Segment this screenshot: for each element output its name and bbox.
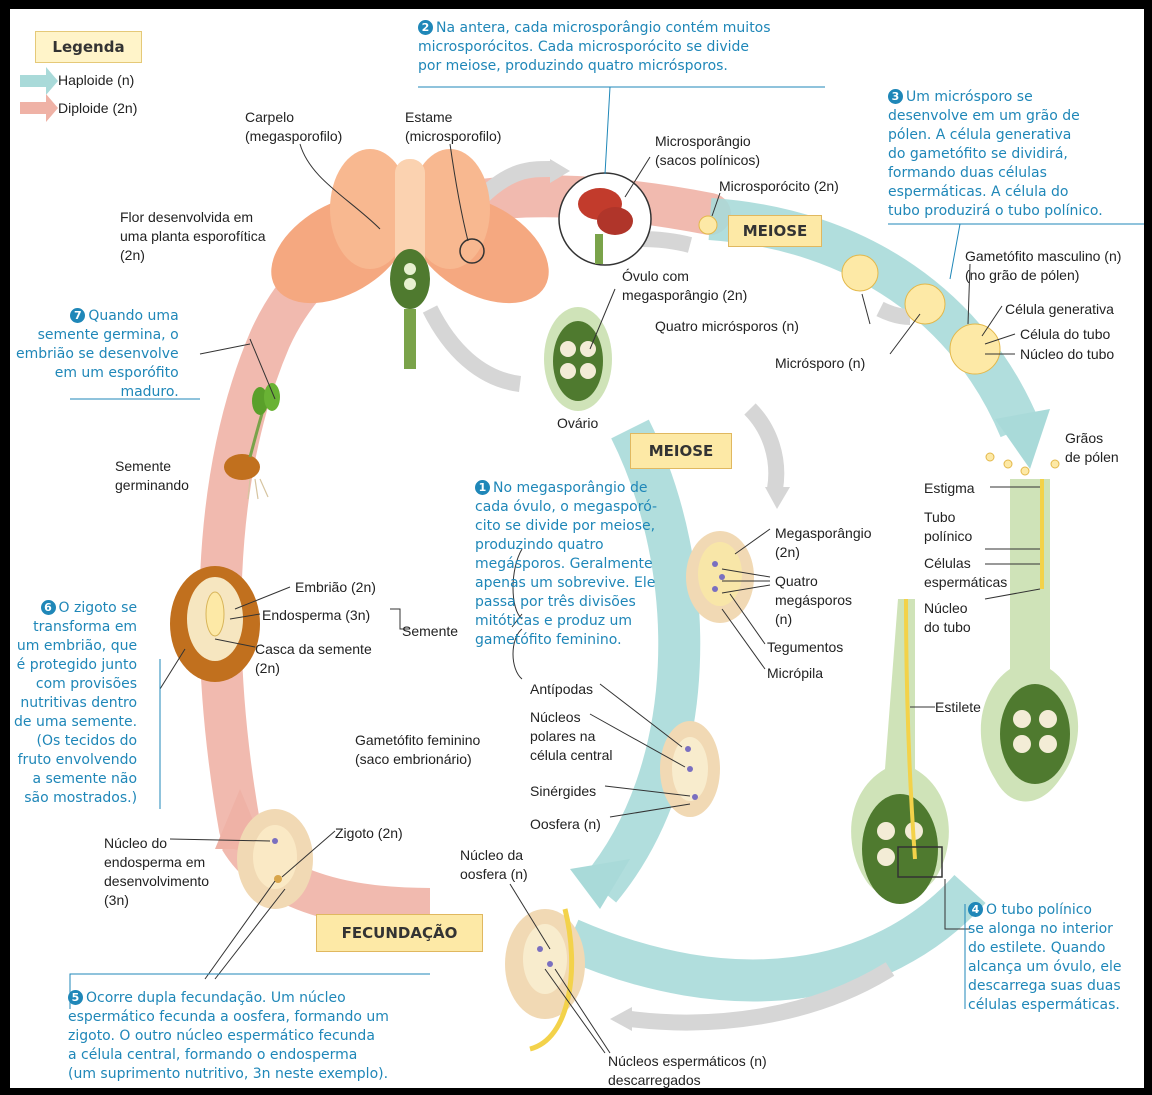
- label-oosfera: Oosfera (n): [530, 815, 601, 834]
- stage-meiosis-mid: MEIOSE: [630, 433, 732, 469]
- step-1-body: No megasporângio de cada óvulo, o megasp…: [475, 480, 657, 648]
- legend-haploid-arrow: [20, 67, 58, 95]
- label-zigoto: Zigoto (2n): [335, 824, 403, 843]
- label-ovulo: Óvulo com megasporângio (2n): [622, 267, 747, 305]
- diagram-frame: Legenda Haploide (n) Diploide (2n) MEIOS…: [10, 9, 1144, 1088]
- label-micropila: Micrópila: [767, 664, 823, 683]
- label-casca-semente: Casca da semente (2n): [255, 640, 372, 678]
- label-embriao: Embrião (2n): [295, 578, 376, 597]
- step-2-number: 2: [418, 20, 433, 35]
- label-estilete: Estilete: [935, 698, 981, 717]
- label-semente: Semente: [402, 622, 458, 641]
- step-3-number: 3: [888, 89, 903, 104]
- label-nucleo-oosfera: Núcleo da oosfera (n): [460, 846, 528, 884]
- legend-haploid-label: Haploide (n): [58, 71, 134, 90]
- label-antipodas: Antípodas: [530, 680, 593, 699]
- label-gametofito-masculino: Gametófito masculino (n) (no grão de pól…: [965, 247, 1121, 285]
- label-nucleos-polares: Núcleos polares na célula central: [530, 708, 613, 765]
- zygote-ovule-illustration: [237, 809, 313, 909]
- label-sinergides: Sinérgides: [530, 782, 596, 801]
- legend-diploid-label: Diploide (2n): [58, 99, 137, 118]
- fertilization-ovule-illustration: [505, 909, 585, 1049]
- label-quatro-megasporos: Quatro megásporos (n): [775, 572, 852, 629]
- female-gametophyte-illustration: [660, 721, 720, 817]
- label-semente-germinando: Semente germinando: [115, 457, 189, 495]
- label-microsporo: Micrósporo (n): [775, 354, 865, 373]
- label-tubo-polinico: Tubo polínico: [924, 508, 972, 546]
- megaspore-ovule-illustration: [686, 531, 754, 623]
- stage-fertilization: FECUNDAÇÃO: [316, 914, 483, 952]
- label-nucleo-do-tubo: Núcleo do tubo: [924, 599, 971, 637]
- step-3-body: Um micrósporo se desenvolve em um grão d…: [888, 89, 1103, 219]
- step-7-body: Quando uma semente germina, o embrião se…: [16, 308, 179, 400]
- label-quatro-microsporos: Quatro micrósporos (n): [655, 317, 799, 336]
- microsporangium-illustration: [559, 173, 651, 265]
- legend-title: Legenda: [35, 31, 142, 63]
- label-estigma: Estigma: [924, 479, 975, 498]
- label-microsporocito: Microsporócito (2n): [719, 177, 839, 196]
- label-estame: Estame (microsporofilo): [405, 108, 501, 146]
- label-endosperma: Endosperma (3n): [262, 606, 370, 625]
- step-5-body: Ocorre dupla fecundação. Um núcleo esper…: [68, 990, 389, 1082]
- label-microsporangio: Microsporângio (sacos polínicos): [655, 132, 760, 170]
- label-gametofito-feminino: Gametófito feminino (saco embrionário): [355, 731, 480, 769]
- seed-illustration: [170, 566, 260, 682]
- label-nucleo-tubo: Núcleo do tubo: [1020, 345, 1114, 364]
- step-6-body: O zigoto se transforma em um embrião, qu…: [14, 600, 137, 806]
- label-flor: Flor desenvolvida em uma planta esporofí…: [120, 208, 266, 265]
- label-nucleo-endosperma: Núcleo do endosperma em desenvolvimento …: [104, 834, 209, 910]
- label-celula-generativa: Célula generativa: [1005, 300, 1114, 319]
- legend-diploid-arrow: [20, 94, 58, 122]
- label-carpelo: Carpelo (megasporofilo): [245, 108, 342, 146]
- step-1-number: 1: [475, 480, 490, 495]
- step-4-number: 4: [968, 902, 983, 917]
- stage-meiosis-top: MEIOSE: [728, 215, 822, 247]
- label-ovario: Ovário: [557, 414, 598, 433]
- step-2-body: Na antera, cada microsporângio contém mu…: [418, 20, 771, 74]
- label-celula-tubo: Célula do tubo: [1020, 325, 1110, 344]
- label-tegumentos: Tegumentos: [767, 638, 843, 657]
- label-nucleos-espermaticos: Núcleos espermáticos (n) descarregados: [608, 1052, 767, 1088]
- label-celulas-espermaticas: Células espermáticas: [924, 554, 1007, 592]
- step-4-body: O tubo polínico se alonga no interior do…: [968, 902, 1122, 1013]
- step-6-number: 6: [41, 600, 56, 615]
- label-graos-polen: Grãos de pólen: [1065, 429, 1119, 467]
- step-5-number: 5: [68, 990, 83, 1005]
- ovule-illustration: [544, 307, 612, 411]
- label-megasporangio: Megasporângio (2n): [775, 524, 872, 562]
- step-7-number: 7: [70, 308, 85, 323]
